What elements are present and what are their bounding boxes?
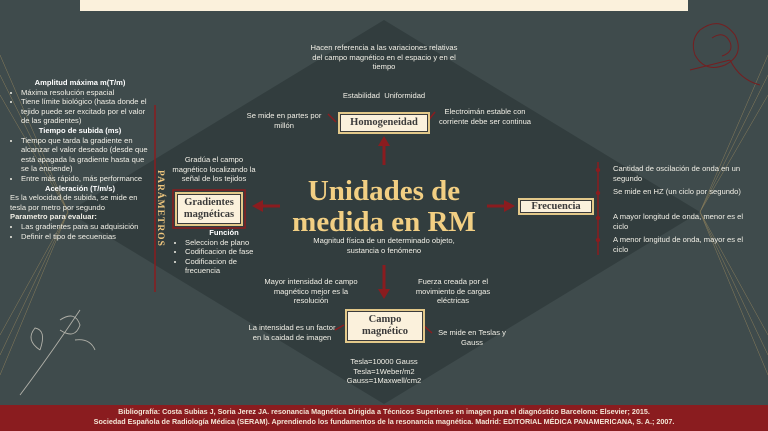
- campo-box: Campo magnético: [345, 309, 425, 343]
- campo-conversions: Tesla=10000 Gauss Tesla=1Weber/m2 Gauss=…: [324, 357, 444, 386]
- main-title: Unidades de medida en RM: [292, 175, 476, 238]
- campo-left-upper: Mayor intensidad de campo magnético mejo…: [264, 277, 358, 306]
- parametros-vertical-label: PARÁMETROS: [155, 170, 165, 247]
- amplitud-heading: Amplitud máxima m(T/m): [34, 78, 126, 87]
- amplitud-item: Tiene límite biológico (hasta donde el t…: [21, 97, 150, 126]
- tiempo-item: Tiempo que tarda la gradiente en alcanza…: [21, 136, 150, 174]
- parametros-panel: Amplitud máxima m(T/m) Máxima resolución…: [10, 78, 150, 241]
- gradientes-funcion: Función Seleccion de plano Codificacion …: [174, 228, 274, 276]
- amplitud-item: Máxima resolución espacial: [21, 88, 150, 98]
- top-description: Hacen referencia a las variaciones relat…: [310, 43, 458, 72]
- funcion-item: Seleccion de plano: [185, 238, 274, 248]
- conversion-line: Tesla=10000 Gauss: [350, 357, 418, 366]
- campo-left-lower: La intensidad es un factor en la caidad …: [248, 323, 336, 342]
- evaluar-item: Definir el tipo de secuencias: [21, 232, 150, 242]
- aceleracion-heading: Aceleración (T/m/s): [44, 183, 116, 193]
- conversion-line: Tesla=1Weber/m2: [353, 366, 415, 376]
- gradientes-top-note: Gradúa el campo magnético localizando la…: [172, 155, 256, 184]
- conversion-line: Gauss=1Maxwell/cm2: [346, 376, 422, 386]
- tiempo-heading: Tiempo de subida (ms): [38, 125, 122, 135]
- bibliography-footer: Bibliografía: Costa Subias J, Soria Jere…: [0, 405, 768, 431]
- center-subtitle: Magnitud física de un determinado objeto…: [313, 236, 455, 255]
- frecuencia-note-4: A menor longitud de onda, mayor es el ci…: [613, 235, 744, 254]
- homogeneidad-right-note: Electroimán estable con corriente debe s…: [438, 107, 532, 126]
- funcion-item: Codificacion de fase: [185, 247, 274, 257]
- footer-line-2: Sociedad Española de Radiología Médica (…: [93, 417, 675, 426]
- funcion-heading: Función: [209, 228, 239, 237]
- homogeneidad-left-note: Se mide en partes por millón: [246, 111, 322, 130]
- footer-line-1: Bibliografía: Costa Subias J, Soria Jere…: [118, 407, 650, 416]
- frecuencia-note-1: Cantidad de oscilación de onda en un seg…: [613, 164, 741, 183]
- homogeneidad-box: Homogeneidad: [338, 112, 430, 134]
- campo-right-lower: Se mide en Teslas y Gauss: [438, 328, 506, 347]
- tiempo-item: Entre más rápido, más performance: [21, 174, 150, 184]
- gradientes-box: Gradientes magnéticas: [175, 192, 243, 226]
- frecuencia-box: Frecuencia: [518, 198, 594, 215]
- homogeneidad-qualities: Estabilidad Uniformidad: [342, 91, 426, 100]
- campo-right-upper: Fuerza creada por el movimiento de carga…: [415, 277, 491, 306]
- frecuencia-note-2: Se mide en HZ (un ciclo por segundo): [613, 187, 741, 196]
- frecuencia-note-3: A mayor longitud de onda, menor es el ci…: [613, 212, 744, 231]
- funcion-item: Codificacion de frecuencia: [185, 257, 274, 276]
- aceleracion-text: Es la velocidad de subida, se mide en te…: [10, 193, 138, 212]
- evaluar-item: Las gradientes para su adquisición: [21, 222, 150, 232]
- evaluar-heading: Parametro para evaluar:: [10, 212, 97, 222]
